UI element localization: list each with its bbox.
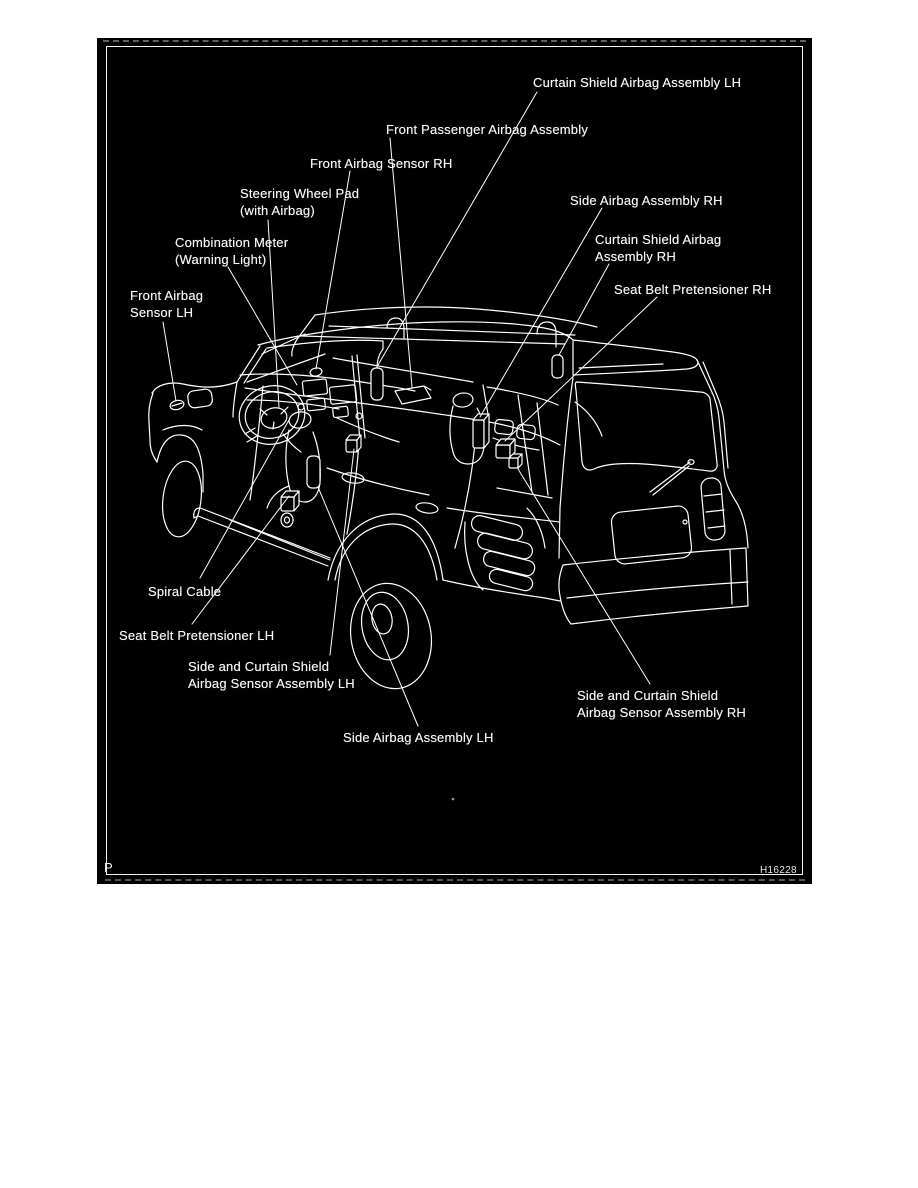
leader-spiral-cable xyxy=(199,419,290,579)
corner-mark: P xyxy=(104,860,113,875)
label-seat-belt-pretensioner-lh: Seat Belt Pretensioner LH xyxy=(119,628,275,643)
curtain-module-lh xyxy=(370,367,384,401)
label-side-curtain-sensor-assembly-rh: Side and Curtain Shield Airbag Sensor As… xyxy=(577,688,747,720)
figure-panel: Curtain Shield Airbag Assembly LH Front … xyxy=(97,38,812,884)
figure-code: H16228 xyxy=(760,865,797,876)
label-front-airbag-sensor-lh: Front Airbag Sensor LH xyxy=(130,288,204,320)
pretensioner-rh xyxy=(495,438,516,459)
airbag-modules xyxy=(280,340,564,528)
pretensioner-lh xyxy=(280,490,300,528)
steering-wheel xyxy=(238,385,306,445)
car-body-outline xyxy=(148,306,598,690)
label-spiral-cable: Spiral Cable xyxy=(148,584,222,599)
leader-pretensioner-lh xyxy=(191,495,290,625)
leader-side-curtain-sensor-rh xyxy=(517,468,651,685)
leader-side-airbag-rh xyxy=(479,207,603,418)
label-front-airbag-sensor-rh: Front Airbag Sensor RH xyxy=(310,156,453,171)
leader-front-airbag-sensor-rh xyxy=(315,170,351,370)
side-airbag-module-lh xyxy=(306,455,321,489)
leader-side-airbag-lh xyxy=(317,486,419,727)
leader-curtain-shield-lh xyxy=(377,91,538,366)
label-steering-wheel-pad: Steering Wheel Pad (with Airbag) xyxy=(240,186,360,218)
passenger-airbag-slab xyxy=(394,385,432,405)
leader-front-passenger-airbag xyxy=(389,137,413,388)
label-front-passenger-airbag-assembly: Front Passenger Airbag Assembly xyxy=(386,122,589,137)
label-curtain-shield-airbag-assembly-lh: Curtain Shield Airbag Assembly LH xyxy=(533,75,742,90)
front-airbag-sensor-rh-part xyxy=(309,367,323,377)
curtain-module-rh xyxy=(551,354,564,379)
label-side-airbag-assembly-rh: Side Airbag Assembly RH xyxy=(570,193,723,208)
scan-artifact-top xyxy=(103,40,806,42)
label-combination-meter: Combination Meter (Warning Light) xyxy=(175,235,289,267)
label-seat-belt-pretensioner-rh: Seat Belt Pretensioner RH xyxy=(614,282,772,297)
vehicle-line-art xyxy=(148,91,749,801)
roof-and-rear xyxy=(301,317,749,625)
side-curtain-sensor-lh xyxy=(345,434,362,453)
side-mirror xyxy=(187,388,213,409)
side-airbag-module-rh xyxy=(472,413,490,449)
leader-combination-meter xyxy=(227,266,298,386)
interior-ghost xyxy=(169,354,603,801)
side-curtain-sensor-rh xyxy=(508,453,523,469)
leader-lines xyxy=(162,91,658,727)
scan-artifact-bottom xyxy=(105,879,805,881)
leader-steering-wheel-pad xyxy=(267,219,280,408)
label-curtain-shield-airbag-assembly-rh: Curtain Shield Airbag Assembly RH xyxy=(595,232,722,264)
leader-curtain-shield-rh xyxy=(558,263,610,356)
leader-front-airbag-sensor-lh xyxy=(162,321,177,402)
label-side-airbag-assembly-lh: Side Airbag Assembly LH xyxy=(343,730,494,745)
leader-side-curtain-sensor-lh xyxy=(329,448,355,656)
leader-pretensioner-rh xyxy=(504,296,658,442)
label-side-curtain-sensor-assembly-lh: Side and Curtain Shield Airbag Sensor As… xyxy=(188,659,355,691)
